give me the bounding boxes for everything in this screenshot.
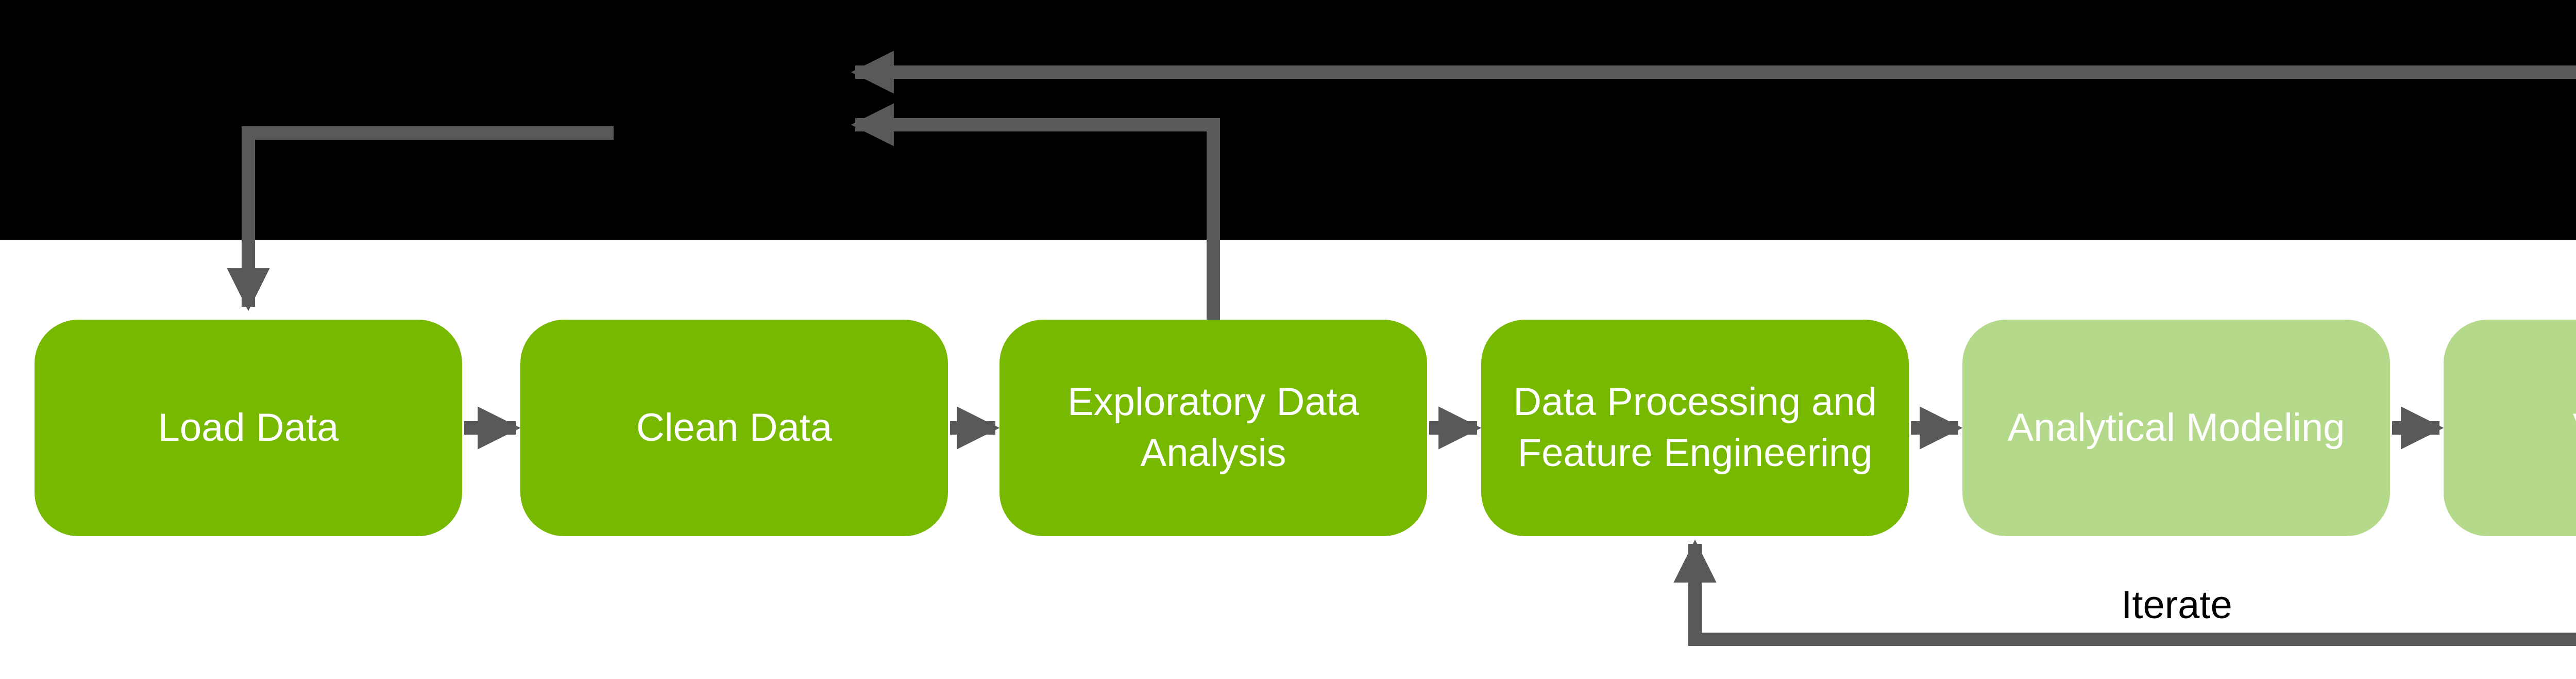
node-clean-data: Clean Data: [520, 320, 948, 536]
node-analytical-modeling: Analytical Modeling: [1962, 320, 2390, 536]
node-validation: Validation: [2444, 320, 2576, 536]
iterate-label: Iterate: [2121, 583, 2232, 627]
node-data-processing-feature-engineering: Data Processing and Feature Engineering: [1481, 320, 1909, 536]
node-load-data: Load Data: [35, 320, 462, 536]
node-exploratory-data-analysis: Exploratory Data Analysis: [999, 320, 1427, 536]
top-black-band: [0, 0, 2576, 240]
